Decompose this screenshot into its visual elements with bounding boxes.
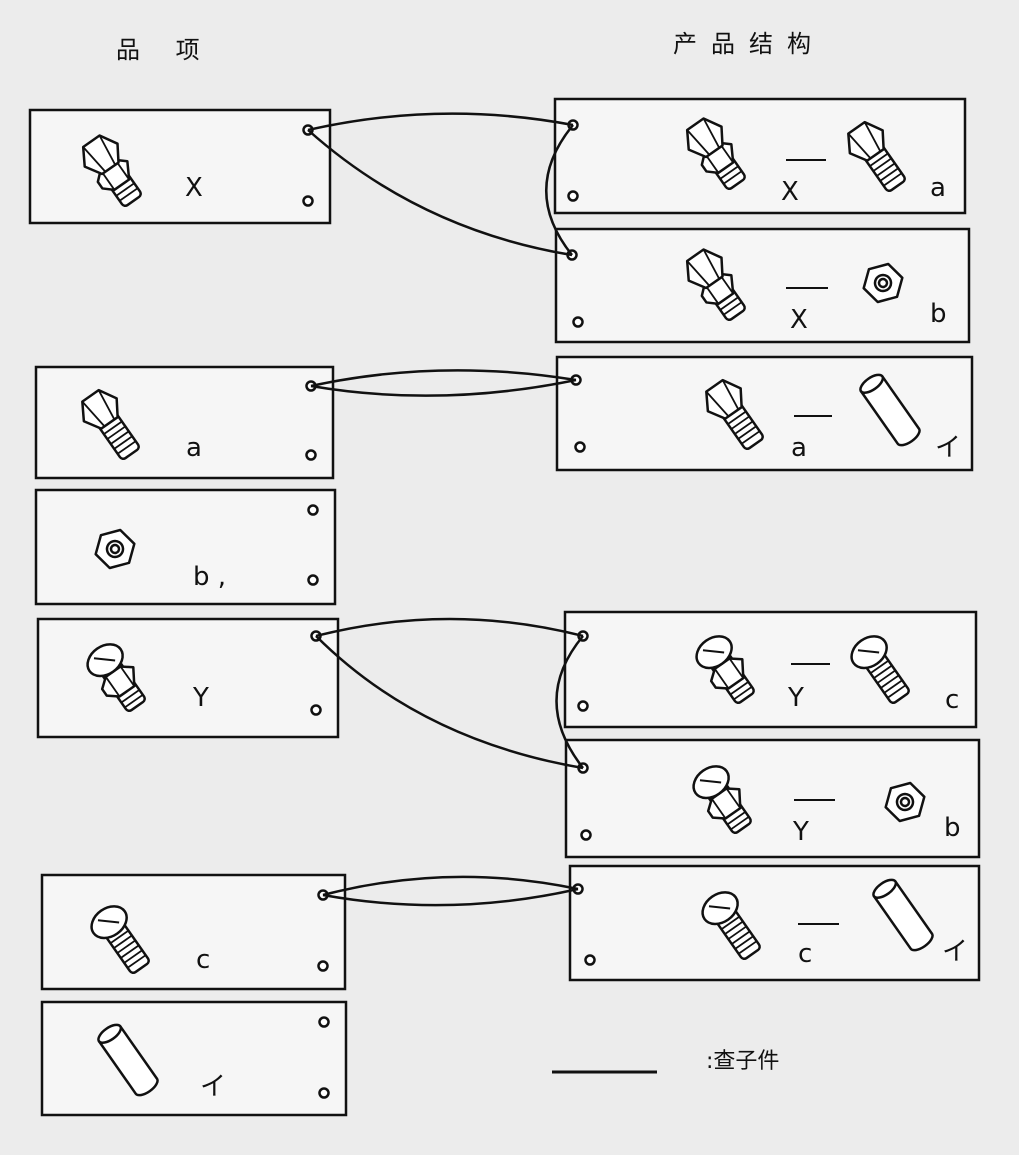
header-structure: 产品结构 [673, 30, 825, 58]
wire-x-upper [307, 112, 574, 132]
structure-card-x-a: X a [553, 97, 967, 215]
legend-text: :查子件 [706, 1049, 779, 1074]
item-label-i: イ [200, 1072, 226, 1102]
item-card-y: Y [36, 617, 340, 739]
wire-y-right [555, 635, 584, 769]
item-label-c: c [196, 945, 210, 975]
structure-child-y-b: b [944, 813, 961, 843]
wire-a-lower [310, 378, 577, 397]
wire-y-upper [315, 617, 584, 638]
item-card-i: イ [40, 1000, 348, 1117]
structure-child-a-i: イ [935, 433, 961, 463]
structure-card-y-c: Y c [563, 610, 978, 729]
item-label-a: a [186, 433, 202, 463]
structure-card-y-b: Y b [564, 738, 981, 859]
structure-child-x-b: b [930, 299, 947, 329]
structure-child-y-c: c [945, 685, 959, 715]
link-a [310, 369, 577, 397]
structure-parent-c-i: c [798, 939, 812, 969]
item-label-y: Y [192, 683, 209, 713]
structure-card-a-i: a イ [555, 355, 974, 472]
item-label-x: X [185, 173, 203, 203]
structure-parent-x-b: X [790, 305, 808, 335]
link-x [307, 112, 574, 257]
wire-x-right [545, 124, 574, 256]
link-c [322, 875, 579, 907]
structure-parent-x-a: X [781, 177, 799, 207]
wire-x-lower [307, 129, 573, 257]
structure-parent-y-b: Y [792, 817, 809, 847]
wire-y-lower [315, 635, 584, 770]
wire-c-lower [322, 887, 579, 907]
item-label-b: b , [193, 562, 226, 592]
structure-child-c-i: イ [942, 937, 968, 967]
structure-child-x-a: a [930, 173, 946, 203]
header-items: 品 项 [116, 36, 214, 64]
item-card-x: X [28, 108, 332, 225]
structure-parent-a-i: a [791, 433, 807, 463]
wire-c-upper [322, 875, 579, 897]
item-card-c: c [40, 873, 347, 991]
structure-card-x-b: X b [554, 227, 971, 344]
item-card-a: a [34, 365, 335, 480]
wire-a-upper [310, 369, 577, 388]
structure-card-c-i: c イ [568, 864, 981, 982]
structure-parent-y-c: Y [787, 683, 804, 713]
item-card-b: b , [34, 488, 337, 606]
legend: :查子件 [552, 1049, 779, 1074]
link-y [315, 617, 584, 770]
